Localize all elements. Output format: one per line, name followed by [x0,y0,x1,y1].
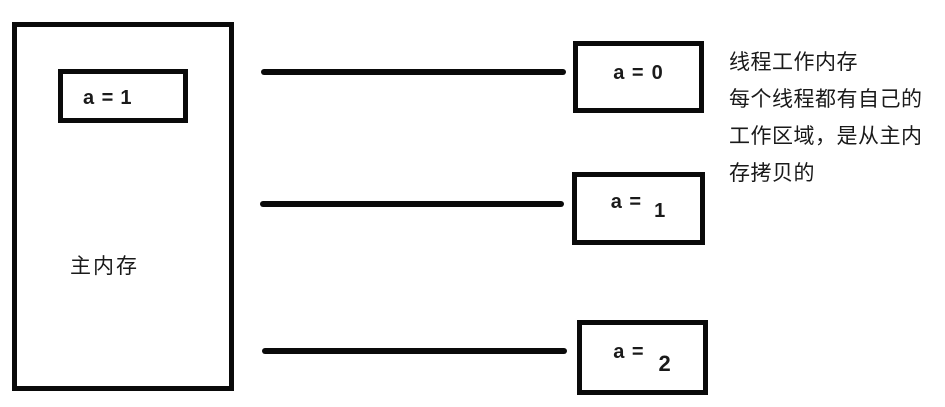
main-memory-variable-box: a =1 [58,69,188,123]
main-memory-variable-label: a =1 [83,87,132,110]
main-memory-box: a =1 主内存 [12,22,234,391]
main-memory-label: 主内存 [70,255,139,278]
thread-box-3: a = 2 [577,320,708,395]
thread-3-variable-value: 2 [658,350,672,376]
thread-1-variable-value: 0 [651,61,664,84]
annotation-line-1: 线程工作内存 [729,51,858,74]
annotation-line-4: 存拷贝的 [729,162,815,185]
thread-1-variable-name-eq: a = [613,61,645,84]
connector-line-1 [261,69,566,75]
annotation-text: 线程工作内存 每个线程都有自己的 工作区域，是从主内 存拷贝的 [729,44,923,192]
thread-2-variable-name-eq: a = [610,191,643,213]
thread-2-variable-value: 1 [654,200,667,222]
thread-3-variable-name-eq: a = [613,341,645,363]
connector-line-2 [260,201,564,207]
thread-box-1: a = 0 [573,41,704,113]
annotation-line-2: 每个线程都有自己的 [729,88,923,111]
annotation-line-3: 工作区域，是从主内 [729,125,923,148]
thread-box-2: a = 1 [572,172,705,245]
variable-name-eq: a = [83,87,115,109]
variable-value: 1 [120,87,133,109]
connector-line-3 [262,348,567,354]
